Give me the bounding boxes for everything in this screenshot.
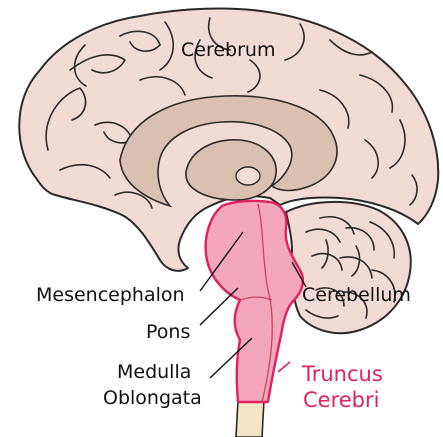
spinal-cord (236, 400, 264, 437)
label-cerebellum: Cerebellum (302, 284, 411, 306)
brainstem-shape (206, 201, 303, 402)
thalamus-nucleus (236, 167, 260, 185)
label-truncus: Truncus (301, 362, 383, 386)
pons-leader (200, 288, 238, 325)
cerebellum-shape (286, 202, 411, 333)
label-oblongata: Oblongata (103, 387, 202, 409)
label-cerebri: Cerebri (303, 388, 379, 412)
label-mesencephalon: Mesencephalon (36, 284, 185, 306)
truncus-bracket (278, 362, 290, 372)
label-pons: Pons (146, 321, 190, 343)
label-cerebrum: Cerebrum (181, 39, 275, 61)
label-medulla: Medulla (117, 361, 191, 383)
